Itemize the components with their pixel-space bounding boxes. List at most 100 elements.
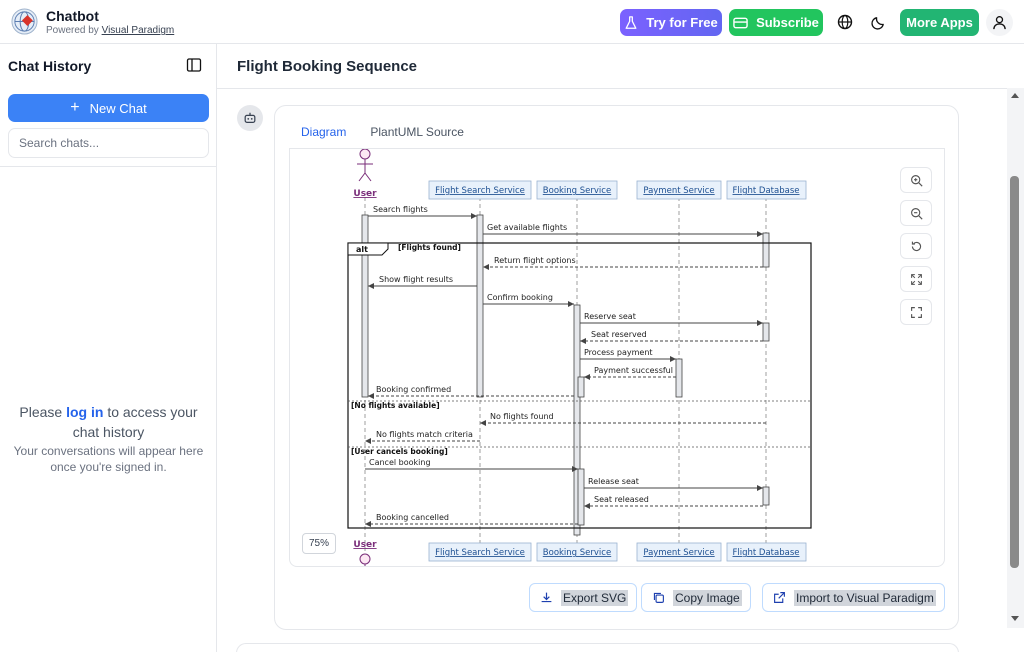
app-title: Chatbot bbox=[46, 8, 99, 24]
diagram-canvas[interactable]: User Flight Search Service Booking Servi… bbox=[289, 149, 945, 567]
more-apps-button[interactable]: More Apps bbox=[900, 9, 979, 36]
rotate-ccw-icon bbox=[911, 241, 921, 251]
import-visual-paradigm-label: Import to Visual Paradigm bbox=[794, 589, 936, 606]
copy-image-label: Copy Image bbox=[673, 589, 742, 606]
try-for-free-label: Try for Free bbox=[646, 15, 718, 30]
subscribe-label: Subscribe bbox=[756, 15, 819, 30]
login-message: Please log in to access your chat histor… bbox=[10, 402, 207, 475]
alt-fragment: alt [Flights found] [No flights availabl… bbox=[347, 242, 812, 529]
participants-top: Flight Search Service Booking Service Pa… bbox=[428, 180, 807, 200]
sidebar-title: Chat History bbox=[8, 58, 92, 74]
actor-user-top: User bbox=[353, 149, 377, 199]
search-chats-input[interactable] bbox=[8, 128, 209, 158]
participant-booking-bottom: Booking Service bbox=[543, 548, 611, 558]
reset-zoom-button[interactable] bbox=[900, 233, 932, 259]
new-chat-button[interactable]: + New Chat bbox=[8, 94, 209, 122]
language-button[interactable] bbox=[835, 12, 855, 32]
participant-payment: Payment Service bbox=[643, 186, 714, 196]
diagram-tabs: Diagram PlantUML Source bbox=[289, 120, 476, 150]
chat-history-sidebar: Chat History + New Chat Please log in to… bbox=[0, 44, 217, 652]
user-account-button[interactable] bbox=[986, 9, 1013, 36]
download-icon bbox=[541, 592, 552, 603]
participant-flight-search: Flight Search Service bbox=[435, 186, 525, 196]
participant-flight-db: Flight Database bbox=[733, 186, 800, 196]
activation-bars bbox=[361, 214, 770, 536]
sidebar-toggle-icon[interactable] bbox=[186, 57, 202, 73]
participant-flight-db-bottom: Flight Database bbox=[733, 548, 800, 558]
scrollbar-thumb[interactable] bbox=[1010, 176, 1019, 568]
credit-card-icon bbox=[733, 17, 748, 28]
participant-flight-search-bottom: Flight Search Service bbox=[435, 548, 525, 558]
msg-reserve-seat: Reserve seat bbox=[584, 312, 636, 321]
scroll-up-arrow-icon[interactable] bbox=[1009, 90, 1021, 100]
try-for-free-button[interactable]: Try for Free bbox=[620, 9, 722, 36]
login-suffix: to access your chat history bbox=[72, 404, 198, 440]
zoom-out-button[interactable] bbox=[900, 200, 932, 226]
sequence-diagram: User Flight Search Service Booking Servi… bbox=[347, 149, 812, 566]
title-divider bbox=[217, 88, 1007, 89]
more-apps-label: More Apps bbox=[906, 15, 973, 30]
actor-label-top: User bbox=[353, 189, 377, 199]
sidebar-divider bbox=[0, 166, 216, 167]
external-link-icon bbox=[774, 592, 785, 603]
page-title: Flight Booking Sequence bbox=[237, 58, 418, 75]
msg-release-seat: Release seat bbox=[588, 477, 639, 486]
msg-no-flights-found: No flights found bbox=[490, 412, 554, 421]
tab-diagram[interactable]: Diagram bbox=[289, 120, 359, 150]
fullscreen-button[interactable] bbox=[900, 299, 932, 325]
subscribe-button[interactable]: Subscribe bbox=[729, 9, 823, 36]
msg-process-payment: Process payment bbox=[584, 348, 653, 357]
globe-icon bbox=[837, 14, 853, 30]
zoom-level: 75% bbox=[302, 533, 336, 554]
guard-user-cancels: [User cancels booking] bbox=[351, 447, 448, 456]
moon-icon bbox=[870, 16, 884, 30]
msg-cancel-booking: Cancel booking bbox=[369, 458, 431, 467]
msg-get-available-flights: Get available flights bbox=[487, 223, 567, 232]
actor-label-bottom: User bbox=[353, 540, 377, 550]
import-visual-paradigm-button[interactable]: Import to Visual Paradigm bbox=[762, 583, 945, 612]
plus-icon: + bbox=[70, 99, 80, 116]
msg-confirm-booking: Confirm booking bbox=[487, 293, 553, 302]
robot-icon bbox=[244, 112, 256, 123]
fit-to-screen-button[interactable] bbox=[900, 266, 932, 292]
scroll-down-arrow-icon[interactable] bbox=[1009, 614, 1021, 624]
msg-no-flights-match: No flights match criteria bbox=[376, 430, 473, 439]
login-prompt: Please log in to access your chat histor… bbox=[10, 402, 207, 442]
powered-by: Powered by Visual Paradigm bbox=[46, 24, 174, 38]
theme-toggle-button[interactable] bbox=[868, 12, 888, 32]
export-svg-label: Export SVG bbox=[561, 589, 629, 606]
tab-underline bbox=[289, 148, 945, 149]
new-chat-label: New Chat bbox=[89, 100, 147, 116]
zoom-in-button[interactable] bbox=[900, 167, 932, 193]
export-svg-button[interactable]: Export SVG bbox=[529, 583, 638, 612]
msg-seat-reserved: Seat reserved bbox=[591, 330, 647, 339]
msg-return-flight-options: Return flight options bbox=[494, 256, 576, 265]
msg-seat-released: Seat released bbox=[594, 495, 649, 504]
login-subtext: Your conversations will appear here once… bbox=[13, 444, 204, 474]
user-icon bbox=[993, 16, 1006, 30]
participant-booking: Booking Service bbox=[543, 186, 611, 196]
diagram-card: Diagram PlantUML Source bbox=[274, 105, 959, 630]
msg-payment-successful: Payment successful bbox=[594, 366, 673, 375]
zoom-out-icon bbox=[910, 207, 923, 220]
guard-no-flights: [No flights available] bbox=[351, 401, 440, 410]
main-panel: Flight Booking Sequence Diagram PlantUML… bbox=[217, 44, 1007, 652]
msg-booking-cancelled: Booking cancelled bbox=[376, 513, 449, 522]
visual-paradigm-link[interactable]: Visual Paradigm bbox=[101, 25, 175, 36]
next-message-card bbox=[236, 643, 959, 652]
alt-operator: alt bbox=[356, 245, 368, 254]
msg-show-flight-results: Show flight results bbox=[379, 275, 453, 284]
copy-icon bbox=[653, 592, 664, 603]
top-header: Chatbot Powered by Visual Paradigm Try f… bbox=[0, 0, 1024, 44]
msg-booking-confirmed: Booking confirmed bbox=[376, 385, 451, 394]
msg-search-flights: Search flights bbox=[373, 205, 428, 214]
log-in-link[interactable]: log in bbox=[66, 404, 104, 420]
tab-plantuml-source[interactable]: PlantUML Source bbox=[370, 125, 464, 139]
copy-image-button[interactable]: Copy Image bbox=[641, 583, 751, 612]
participant-payment-bottom: Payment Service bbox=[643, 548, 714, 558]
app-logo-icon bbox=[11, 8, 38, 35]
flask-icon bbox=[625, 15, 637, 29]
powered-prefix: Powered by bbox=[46, 25, 102, 36]
messages: Search flights Get available flights Ret… bbox=[365, 205, 766, 527]
